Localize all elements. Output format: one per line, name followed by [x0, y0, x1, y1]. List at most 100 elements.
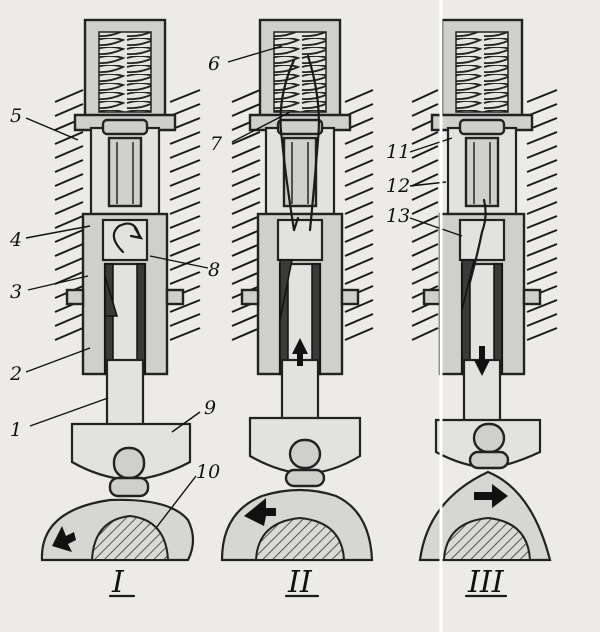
hatch-line: [231, 257, 261, 271]
tappet-stage-2: [248, 416, 362, 488]
hatch-line: [526, 271, 558, 285]
hatch-line: [169, 271, 201, 285]
hatch-line: [54, 103, 84, 117]
hatch-line: [526, 299, 558, 313]
hatch-line: [344, 173, 374, 187]
hatch-line: [169, 243, 201, 257]
hatch-line: [231, 89, 261, 103]
stage-label-2: II: [287, 565, 313, 600]
hatch-stage-2: [231, 89, 374, 341]
hatch-stage-1: [54, 89, 201, 341]
hatch-line: [526, 173, 558, 187]
hatch-line: [169, 327, 201, 341]
hatch-line: [54, 243, 84, 257]
rotation-arrow-icon-3: [474, 484, 508, 508]
tappet-stage-3: [434, 418, 542, 470]
hatch-line: [526, 201, 558, 215]
hatch-line: [411, 173, 439, 187]
hatch-line: [231, 229, 261, 243]
hatch-line: [54, 89, 84, 103]
pump-stage-2: [240, 18, 360, 436]
hatch-line: [411, 89, 439, 103]
rotation-arrow-icon: [52, 526, 76, 552]
rotation-arrow-icon-2: [244, 498, 276, 526]
hatch-line: [344, 145, 374, 159]
hatch-line: [231, 187, 261, 201]
hatch-line: [169, 89, 201, 103]
cam-stage-2: [220, 488, 374, 562]
hatch-line: [54, 215, 84, 229]
hatch-line: [344, 229, 374, 243]
hatch-line: [54, 187, 84, 201]
hatch-line: [231, 243, 261, 257]
hatch-line: [526, 327, 558, 341]
hatch-line: [231, 271, 261, 285]
callout-5: 5: [10, 105, 22, 127]
hatch-line: [344, 327, 374, 341]
callout-1: 1: [10, 419, 22, 441]
hatch-line: [169, 229, 201, 243]
hatch-line: [54, 173, 84, 187]
callout-12: 12: [386, 175, 410, 197]
hatch-line: [526, 313, 558, 327]
hatch-line: [54, 327, 84, 341]
hatch-line: [411, 131, 439, 145]
hatch-line: [231, 173, 261, 187]
hatch-line: [231, 131, 261, 145]
hatch-line: [526, 187, 558, 201]
hatch-line: [411, 187, 439, 201]
hatch-line: [411, 243, 439, 257]
hatch-line: [526, 131, 558, 145]
hatch-line: [411, 313, 439, 327]
hatch-line: [526, 243, 558, 257]
hatch-line: [344, 215, 374, 229]
hatch-line: [344, 243, 374, 257]
hatch-line: [169, 299, 201, 313]
hatch-line: [54, 313, 84, 327]
callout-4: 4: [9, 229, 22, 251]
callout-11: 11: [386, 141, 410, 163]
hatch-line: [526, 229, 558, 243]
hatch-line: [169, 187, 201, 201]
hatch-line: [169, 257, 201, 271]
hatch-line: [169, 131, 201, 145]
hatch-line: [231, 327, 261, 341]
hatch-line: [231, 103, 261, 117]
hatch-line: [526, 215, 558, 229]
hatch-line: [411, 159, 439, 173]
hatch-line: [54, 159, 84, 173]
hatch-line: [54, 201, 84, 215]
hatch-line: [344, 187, 374, 201]
hatch-line: [231, 145, 261, 159]
hatch-line: [169, 313, 201, 327]
hatch-line: [411, 271, 439, 285]
callouts: 1 2 3 4 5 6 7 8 9 10 11 12 13: [9, 53, 410, 483]
callout-6: 6: [208, 53, 220, 75]
hatch-line: [169, 173, 201, 187]
hatch-line: [54, 145, 84, 159]
hatch-line: [526, 257, 558, 271]
hatch-line: [344, 201, 374, 215]
callout-9: 9: [204, 397, 216, 419]
hatch-line: [411, 257, 439, 271]
hatch-line: [169, 201, 201, 215]
hatch-line: [344, 271, 374, 285]
hatch-line: [231, 215, 261, 229]
hatch-line: [344, 299, 374, 313]
hatch-line: [411, 145, 439, 159]
hatch-line: [231, 201, 261, 215]
stage-labels: I II III: [108, 565, 508, 600]
hatch-line: [344, 131, 374, 145]
hatch-stage-3: [411, 89, 558, 341]
hatch-line: [411, 215, 439, 229]
pump-stage-3: [422, 18, 542, 436]
cam-stage-1: [40, 498, 195, 562]
callout-3: 3: [10, 281, 22, 303]
hatch-line: [411, 229, 439, 243]
hatch-line: [169, 159, 201, 173]
hatch-line: [54, 257, 84, 271]
hatch-line: [169, 145, 201, 159]
callout-2: 2: [9, 363, 22, 385]
pump-stage-1: [65, 18, 185, 436]
